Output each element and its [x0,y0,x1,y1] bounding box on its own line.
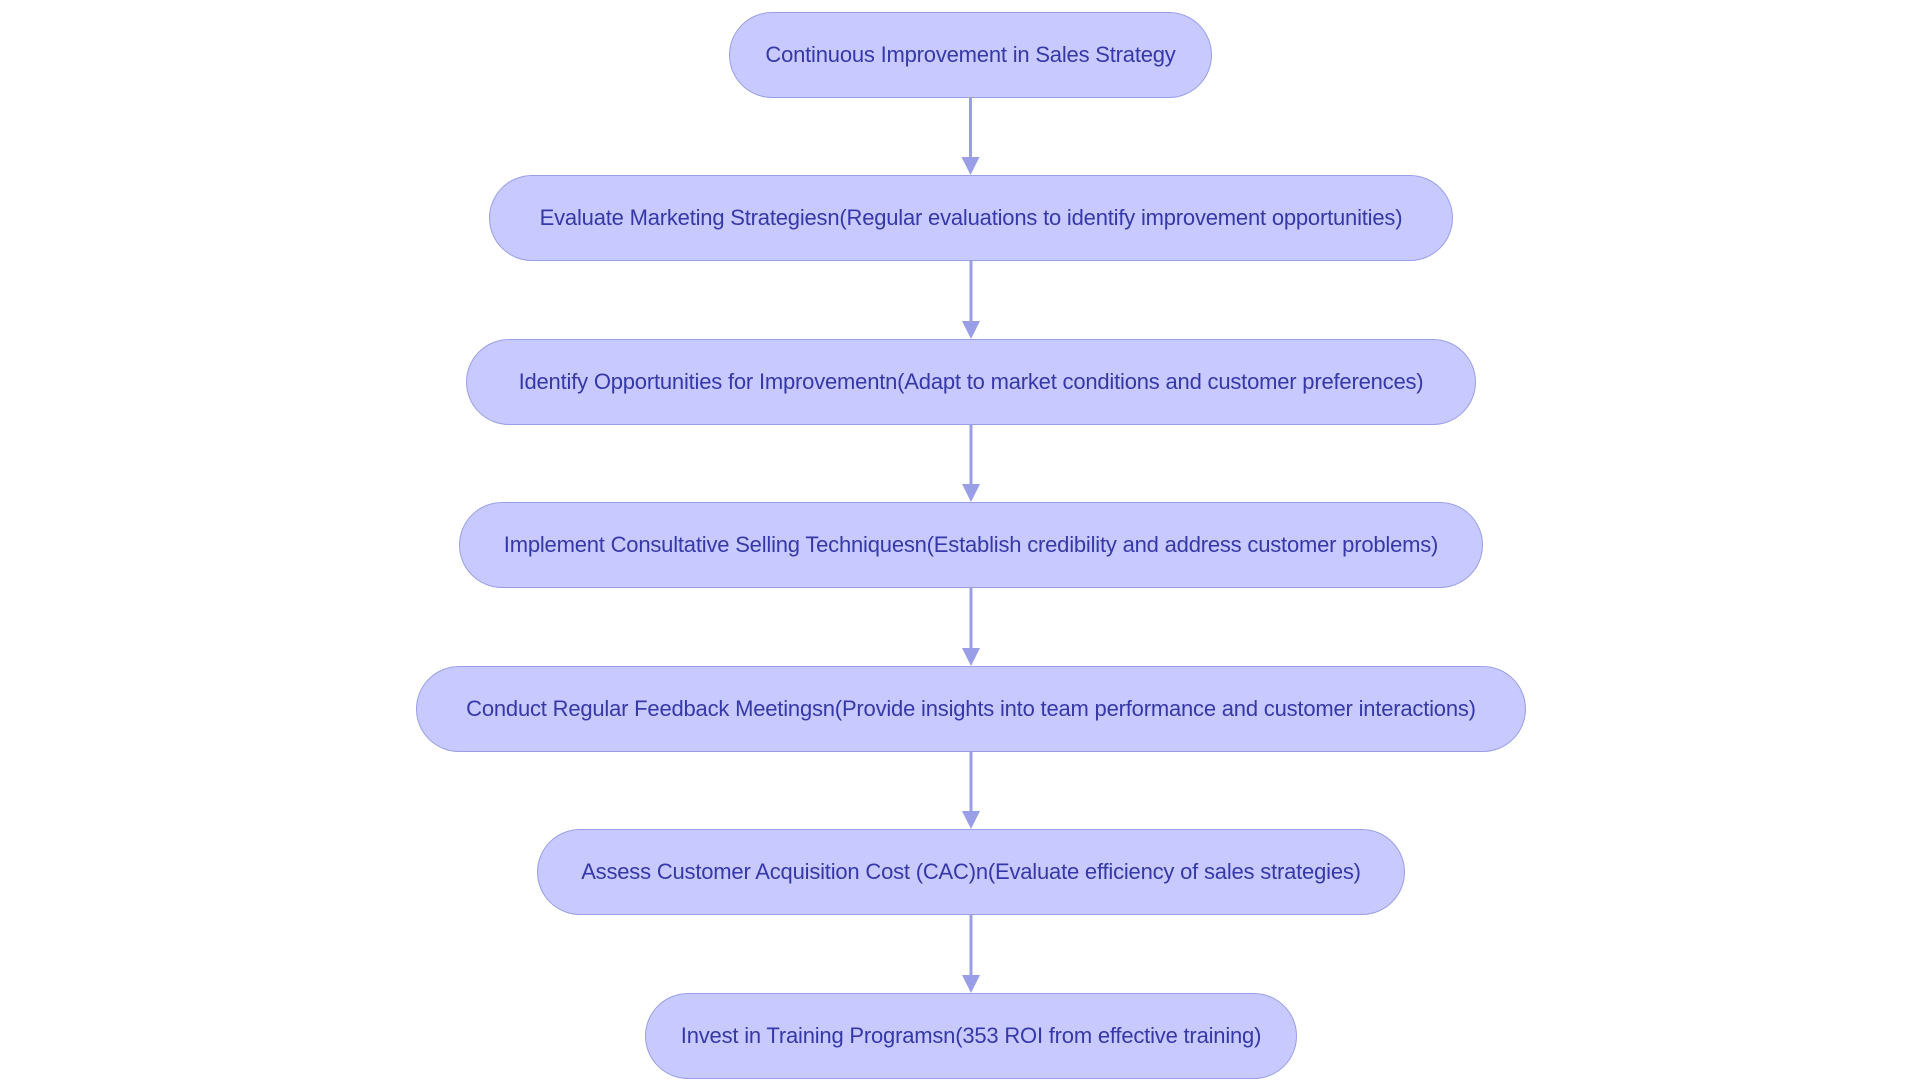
node-identify-opportunities: Identify Opportunities for Improvementn(… [466,339,1476,425]
node-label: Identify Opportunities for Improvementn(… [518,369,1424,394]
node-continuous-improvement: Continuous Improvement in Sales Strategy [729,12,1212,98]
node-conduct-feedback-meetings: Conduct Regular Feedback Meetingsn(Provi… [416,666,1526,752]
node-implement-consultative-selling: Implement Consultative Selling Technique… [459,502,1483,588]
arrowhead-6 [962,975,980,993]
node-label: Conduct Regular Feedback Meetingsn(Provi… [466,696,1476,721]
node-assess-cac: Assess Customer Acquisition Cost (CAC)n(… [537,829,1405,915]
arrowhead-1 [961,157,980,175]
node-label: Evaluate Marketing Strategiesn(Regular e… [539,205,1403,230]
node-label: Invest in Training Programsn(353 ROI fro… [680,1023,1262,1048]
node-invest-training: Invest in Training Programsn(353 ROI fro… [645,993,1297,1079]
arrowhead-2 [962,321,980,339]
node-label: Assess Customer Acquisition Cost (CAC)n(… [581,859,1361,884]
node-label: Continuous Improvement in Sales Strategy [765,42,1176,67]
node-label: Implement Consultative Selling Technique… [503,532,1439,557]
arrowhead-4 [962,648,980,666]
node-evaluate-marketing-strategies: Evaluate Marketing Strategiesn(Regular e… [489,175,1453,261]
arrowhead-5 [962,811,980,829]
arrowhead-3 [962,484,980,502]
